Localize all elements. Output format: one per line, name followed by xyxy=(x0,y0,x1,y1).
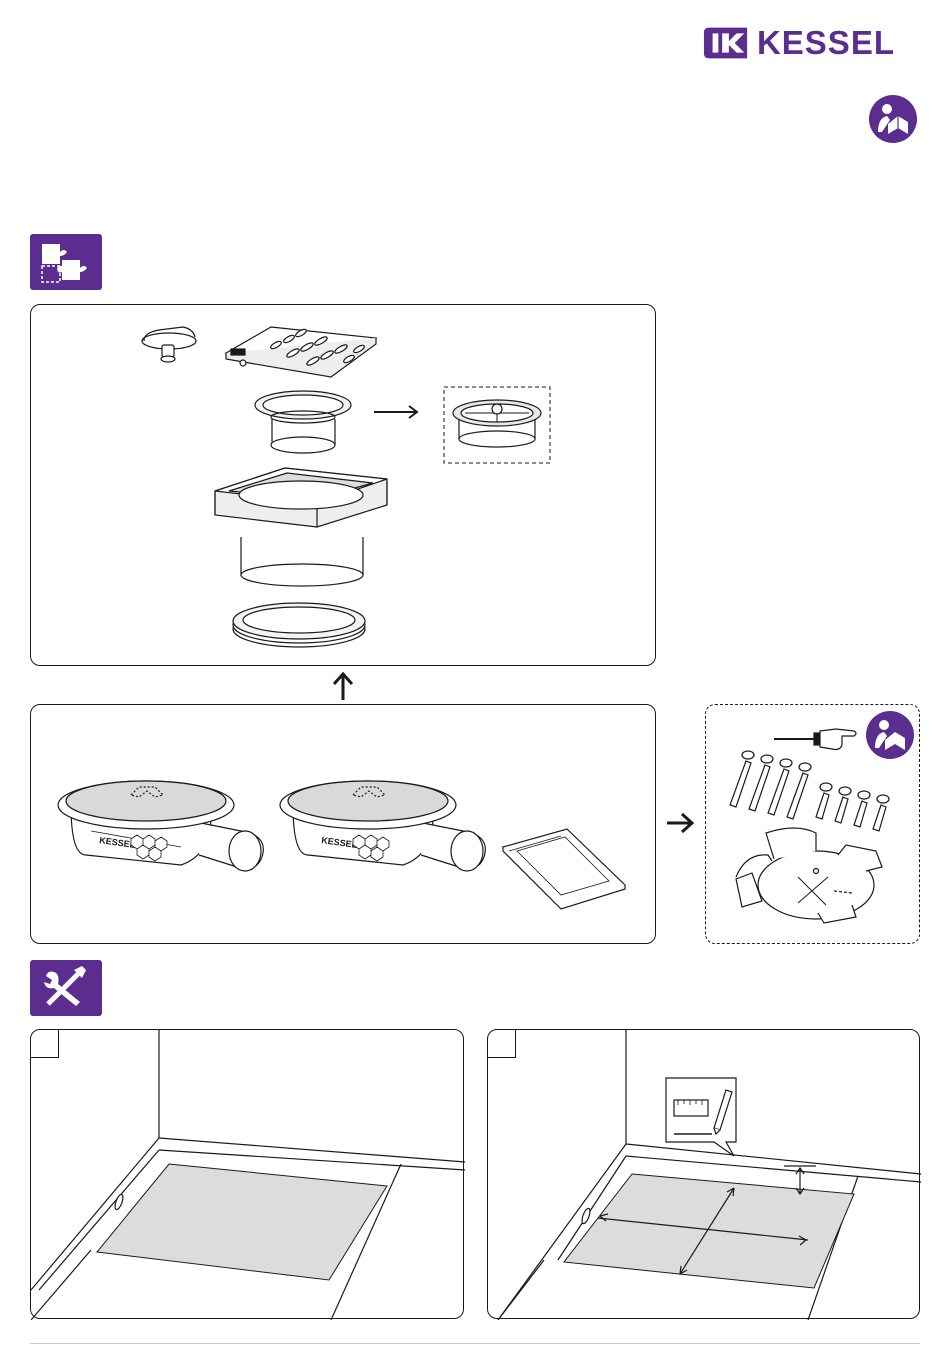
arrow-up-icon xyxy=(330,670,356,702)
floor-area-marking xyxy=(97,1164,387,1280)
upper-components-drawing xyxy=(31,305,657,667)
read-manual-icon xyxy=(868,94,918,144)
grate-key-tool xyxy=(142,327,196,362)
components-section-icon xyxy=(30,234,102,290)
drain-body-2: KESSEL xyxy=(280,781,485,871)
alternative-insert xyxy=(453,400,541,447)
kessel-logo-mark-icon xyxy=(703,26,751,60)
mounting-plate xyxy=(736,828,882,923)
components-upper-panel xyxy=(30,304,656,666)
step-2-number-box xyxy=(488,1030,516,1058)
mounting-accessories-panel xyxy=(705,704,920,944)
step-2-panel xyxy=(487,1029,920,1319)
odour-trap-insert xyxy=(255,391,351,453)
drain-bodies-drawing: KESSEL KESSEL xyxy=(31,705,657,945)
drain-body-1: KESSEL xyxy=(58,781,263,871)
step-1-panel xyxy=(30,1029,464,1319)
step-1-number-box xyxy=(31,1030,59,1058)
footer-divider xyxy=(30,1343,920,1344)
sealing-ring xyxy=(233,603,365,647)
brand-name: KESSEL xyxy=(757,26,895,60)
long-screws xyxy=(730,751,811,819)
top-frame-assembly xyxy=(215,468,387,586)
brand-logo: KESSEL xyxy=(703,24,895,62)
puzzle-icon xyxy=(30,234,102,290)
tools-icon xyxy=(30,960,102,1016)
read-manual-icon xyxy=(866,711,914,759)
installation-section-icon xyxy=(30,960,102,1016)
drain-grate xyxy=(226,327,376,377)
floor-area-marking xyxy=(564,1174,854,1288)
drain-bodies-panel: KESSEL KESSEL xyxy=(30,704,656,944)
ruler-pencil-icon xyxy=(666,1078,736,1156)
instruction-booklet xyxy=(503,829,625,909)
pointing-hand-icon xyxy=(774,729,856,750)
step-1-drawing xyxy=(31,1030,465,1320)
wall-pipe-opening xyxy=(580,1207,591,1224)
arrow-right-icon xyxy=(374,406,417,418)
mounting-accessories-drawing xyxy=(706,705,921,945)
step-2-drawing xyxy=(488,1030,921,1320)
arrow-right-icon xyxy=(664,810,696,836)
short-screws xyxy=(816,783,889,831)
